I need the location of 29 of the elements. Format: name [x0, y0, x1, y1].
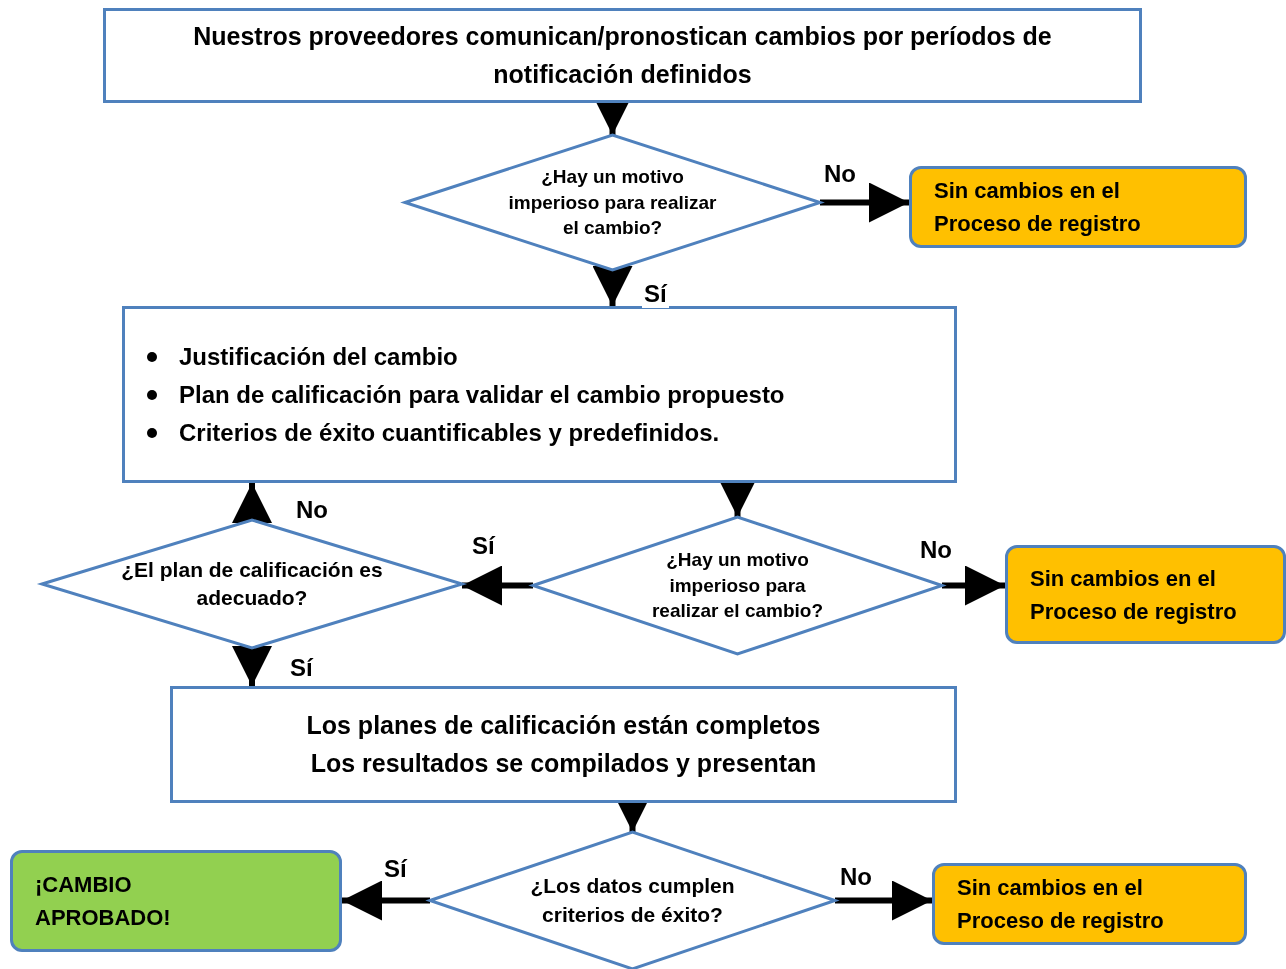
terminal-box — [10, 850, 342, 952]
box-text: Nuestros proveedores comunican/pronostican cambios por períodos de notificación definidos — [192, 21, 1053, 90]
question-text: ¿Los datos cumplen criterios de éxito? — [529, 873, 736, 928]
question-text: ¿El plan de calificación es adecuado? — [120, 556, 384, 611]
arrow — [835, 880, 932, 921]
arrow — [820, 182, 909, 223]
arrow — [232, 483, 272, 523]
bullet-text: Plan de calificación para validar el cambio propuesto — [179, 379, 785, 410]
box-text: Los resultados se compilados y presentan — [310, 747, 817, 779]
arrow — [232, 646, 272, 686]
box-text: Los planes de calificación están completos — [306, 710, 821, 741]
arrow — [342, 880, 430, 921]
arrow — [942, 565, 1005, 606]
process-box — [122, 306, 957, 483]
terminal-box — [909, 166, 1247, 248]
terminal-box — [932, 863, 1247, 945]
terminal-box — [1005, 545, 1286, 644]
box-text: ¡CAMBIO APROBADO! — [35, 871, 172, 932]
process-box — [103, 8, 1142, 103]
question-text: ¿Hay un motivo imperioso para realizar el cambio? — [507, 165, 718, 241]
arrow — [592, 266, 633, 306]
bullet-text: Criterios de éxito cuantificables y predefinidos. — [179, 417, 720, 448]
box-text: Sin cambios en el Proceso de registro — [957, 874, 1165, 935]
box-text: Sin cambios en el Proceso de registro — [934, 177, 1142, 238]
process-box — [170, 686, 957, 803]
box-text: Sin cambios en el Proceso de registro — [1030, 564, 1238, 626]
bullet-text: Justificación del cambio — [179, 341, 458, 372]
arrow — [462, 565, 533, 606]
question-text: ¿Hay un motivo imperioso para realizar el cambio? — [650, 548, 825, 624]
